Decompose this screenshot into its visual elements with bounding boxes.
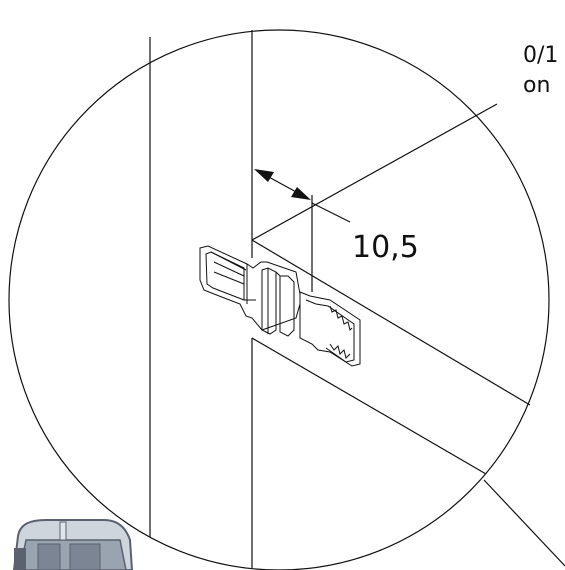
connector-outer-outline (199, 245, 301, 331)
shelf-top-edge (251, 103, 498, 241)
dimension-label: 10,5 (352, 230, 419, 265)
shelf-front-bottom-edge (251, 337, 487, 475)
detail-leader-line (483, 479, 565, 567)
connector-fitting (199, 245, 361, 367)
part-thumbnail (12, 519, 134, 570)
detail-circle (8, 29, 550, 570)
shelf-front-top-edge (251, 239, 531, 406)
margin-note-line-1: 0/1 (523, 43, 558, 68)
connector-cam (261, 267, 277, 335)
dimension-arrowhead-right (291, 187, 311, 200)
margin-note-line-2: on (523, 73, 550, 98)
dimension-arrowhead-left (254, 169, 274, 182)
connector-threaded-dowel (299, 291, 361, 367)
dimension-leader (311, 202, 351, 223)
